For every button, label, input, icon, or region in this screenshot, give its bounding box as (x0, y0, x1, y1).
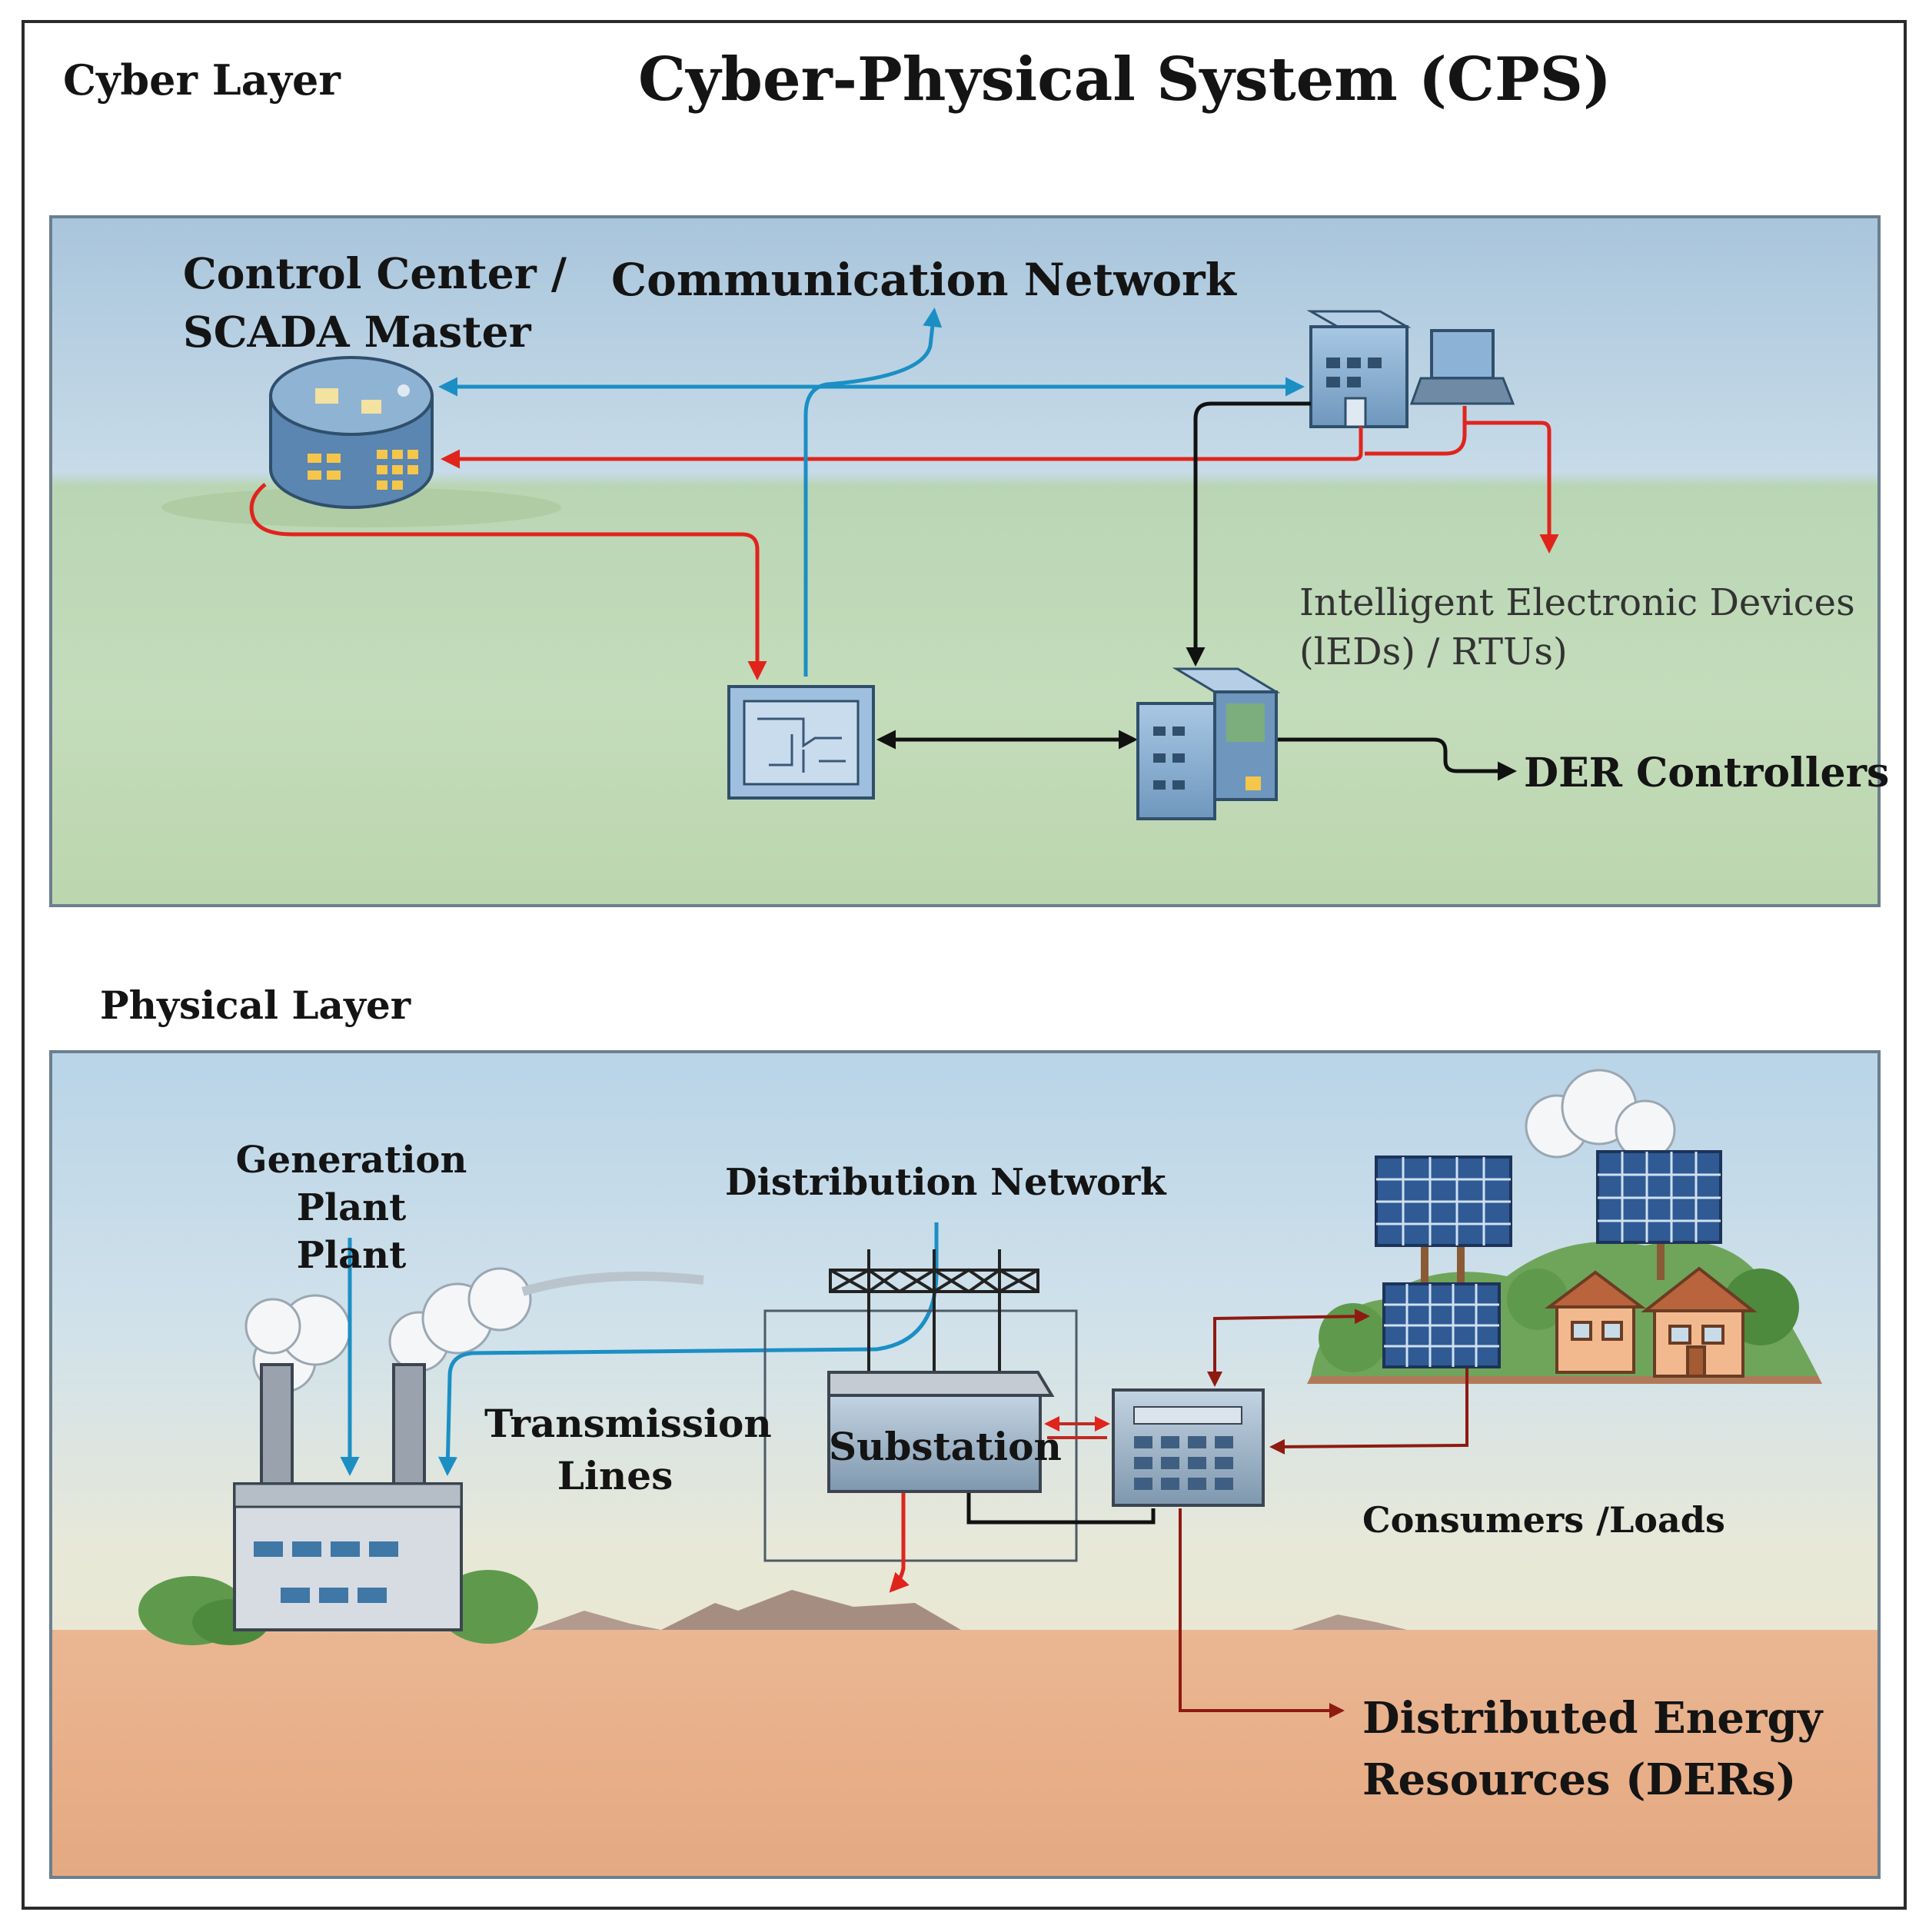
substation-label: Substation (829, 1424, 1062, 1469)
link-ied-scada (441, 427, 1363, 469)
house-icon (1545, 1270, 1646, 1374)
transmission-tower (829, 1249, 1039, 1376)
link-substation-controller-c (966, 1493, 1156, 1525)
laptop-icon (1409, 329, 1515, 405)
solar-panel-icon-3 (1382, 1282, 1501, 1368)
ders-label: Distributed Energy Resources (DERs) (1362, 1693, 1823, 1805)
link-substation-ground (889, 1493, 910, 1593)
generation-plant-label: Generation Plant Plant (235, 1139, 467, 1277)
solar-panel-icon (1375, 1156, 1512, 1284)
cyber-layer-panel (49, 215, 1881, 907)
cyber-layer-heading: Cyber Layer (63, 55, 341, 105)
ground (52, 1630, 1877, 1876)
link-controller-ders (1179, 1508, 1345, 1718)
solar-panel-icon-2 (1596, 1150, 1722, 1280)
link-panel-controller (1269, 1368, 1468, 1455)
substation-area (763, 1309, 1078, 1562)
distribution-network-label: Distribution Network (725, 1161, 1166, 1204)
link-to-ieds (1465, 421, 1559, 554)
link-rtu-der-controllers (1278, 737, 1517, 781)
link-laptop-ied (1365, 406, 1467, 456)
link-scada-hmi (249, 483, 767, 680)
house-icon-2 (1641, 1266, 1758, 1378)
consumers-loads-label: Consumers /Loads (1362, 1499, 1725, 1541)
rtu-cabinet-icon (1136, 667, 1281, 820)
smoke (244, 1267, 704, 1393)
control-center-label: Control Center / SCADA Master (183, 248, 567, 357)
der-controller-keypad-icon (1112, 1388, 1265, 1507)
communication-network-label: Communication Network (611, 254, 1236, 306)
physical-layer-heading: Physical Layer (100, 983, 411, 1028)
server-icon (1306, 310, 1412, 428)
link-controller-village (1207, 1309, 1370, 1387)
ieds-label: Intelligent Electronic Devices (lEDs) / … (1299, 581, 1855, 673)
page-title: Cyber-Physical System (CPS) (638, 45, 1611, 115)
transmission-lines-label: Transmission Lines (484, 1401, 772, 1498)
scada-master-icon (269, 356, 434, 509)
link-server-rtu (1186, 401, 1311, 667)
hmi-panel-icon (727, 685, 875, 800)
der-controllers-label: DER Controllers (1524, 750, 1890, 796)
substation-icon (827, 1371, 1055, 1493)
link-hmi-network (803, 308, 943, 677)
generation-plant-icon (233, 1363, 463, 1631)
mountains (530, 1590, 1407, 1630)
cloud (1525, 1069, 1676, 1161)
